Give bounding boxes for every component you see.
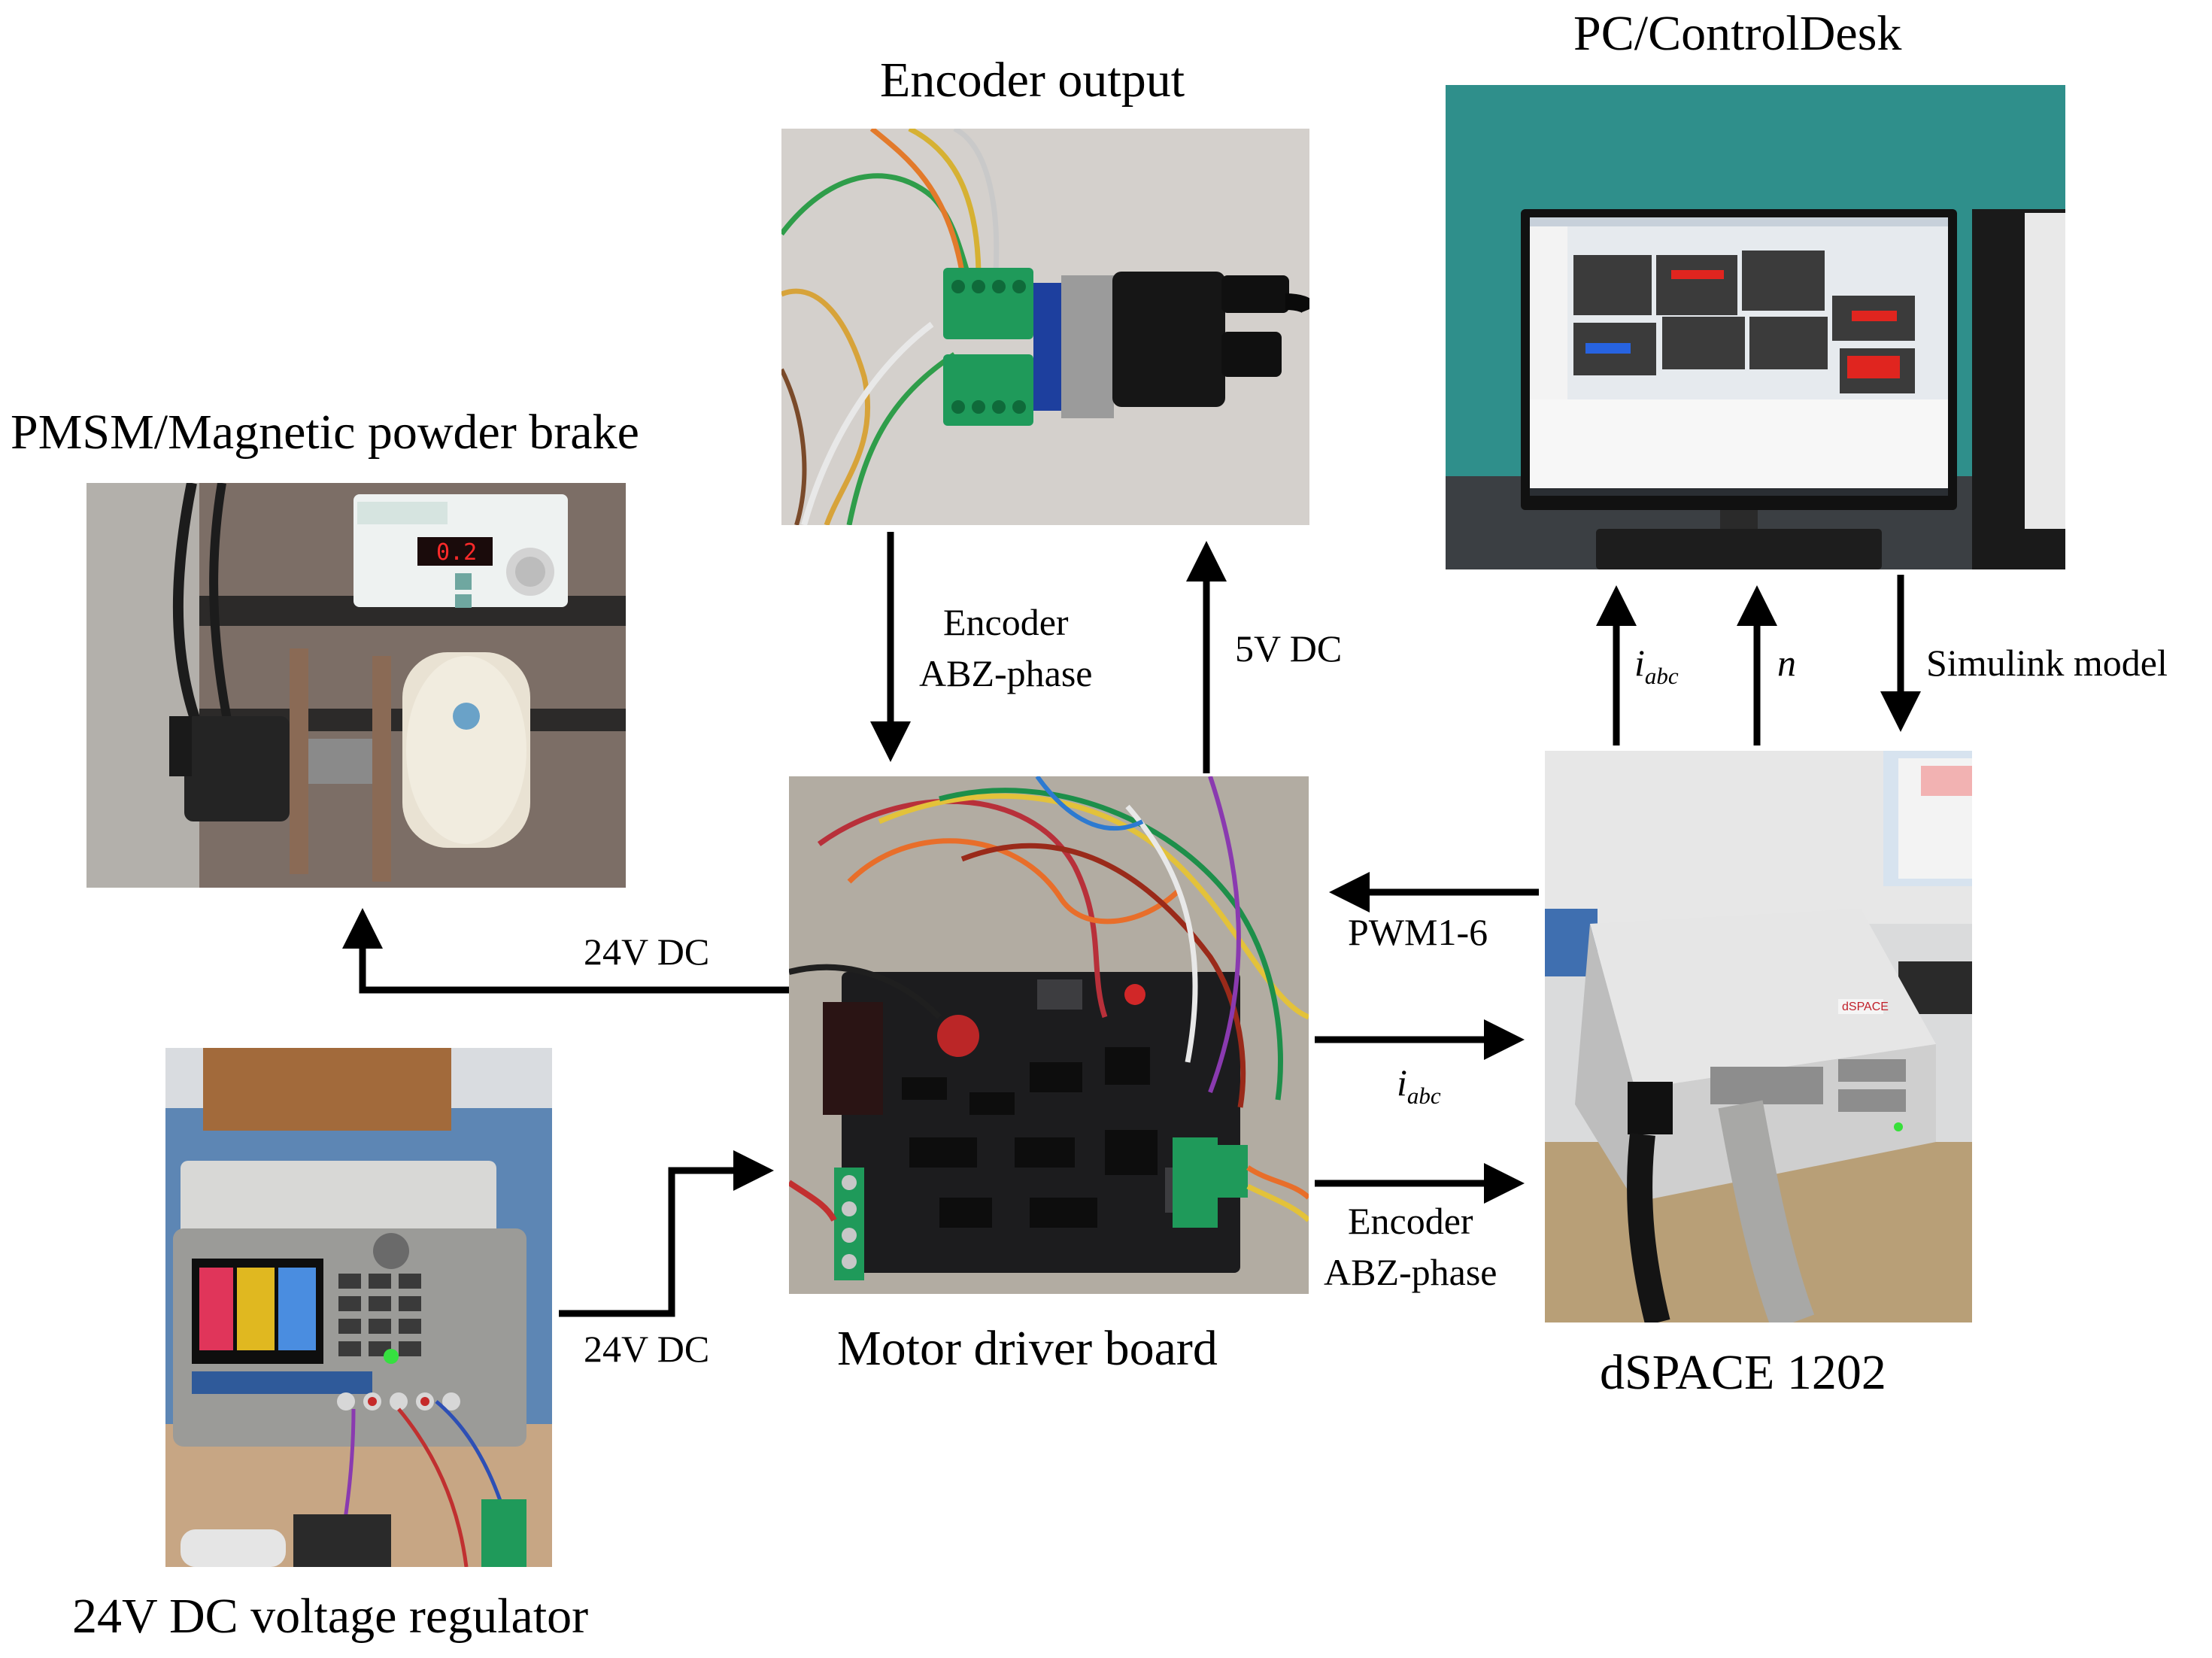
encoder-output-photo (781, 129, 1309, 525)
dspace-brand-label: dSPACE (1842, 1001, 1889, 1013)
24v-dc-regulator-label: 24V DC (584, 1328, 710, 1370)
speed-n-label: n (1777, 642, 1796, 684)
24v-to-brake-arrow (342, 908, 789, 994)
pmsm-brake-caption: PMSM/Magnetic powder brake (11, 405, 639, 460)
pmsm-brake-photo: 0.2 (86, 483, 626, 888)
pc-controldesk-caption: PC/ControlDesk (1573, 6, 1902, 61)
voltage-regulator-photo (165, 1048, 552, 1567)
encoder-output-caption: Encoder output (880, 53, 1185, 108)
iabc-right-label: iabc (1397, 1061, 1441, 1109)
encoder-abz-down-label: Encoder ABZ-phase (919, 601, 1093, 694)
5v-dc-label: 5V DC (1235, 627, 1343, 670)
24v-from-regulator-arrow (559, 1150, 774, 1317)
encoder-abz-right-label: Encoder ABZ-phase (1324, 1200, 1497, 1293)
pwm-label: PWM1-6 (1348, 911, 1488, 953)
voltage-regulator-caption: 24V DC voltage regulator (72, 1589, 589, 1644)
motor-driver-board-photo (789, 776, 1309, 1294)
dspace-1202-caption: dSPACE 1202 (1600, 1345, 1886, 1400)
pc-controldesk-photo (1446, 85, 2065, 569)
24v-dc-brake-label: 24V DC (584, 931, 710, 973)
dspace-1202-photo: dSPACE (1545, 751, 1972, 1322)
brake-display-readout: 0.2 (436, 539, 477, 566)
simulink-model-label: Simulink model (1926, 642, 2168, 684)
iabc-up-label: iabc (1634, 642, 1679, 689)
motor-driver-board-caption: Motor driver board (837, 1321, 1218, 1376)
